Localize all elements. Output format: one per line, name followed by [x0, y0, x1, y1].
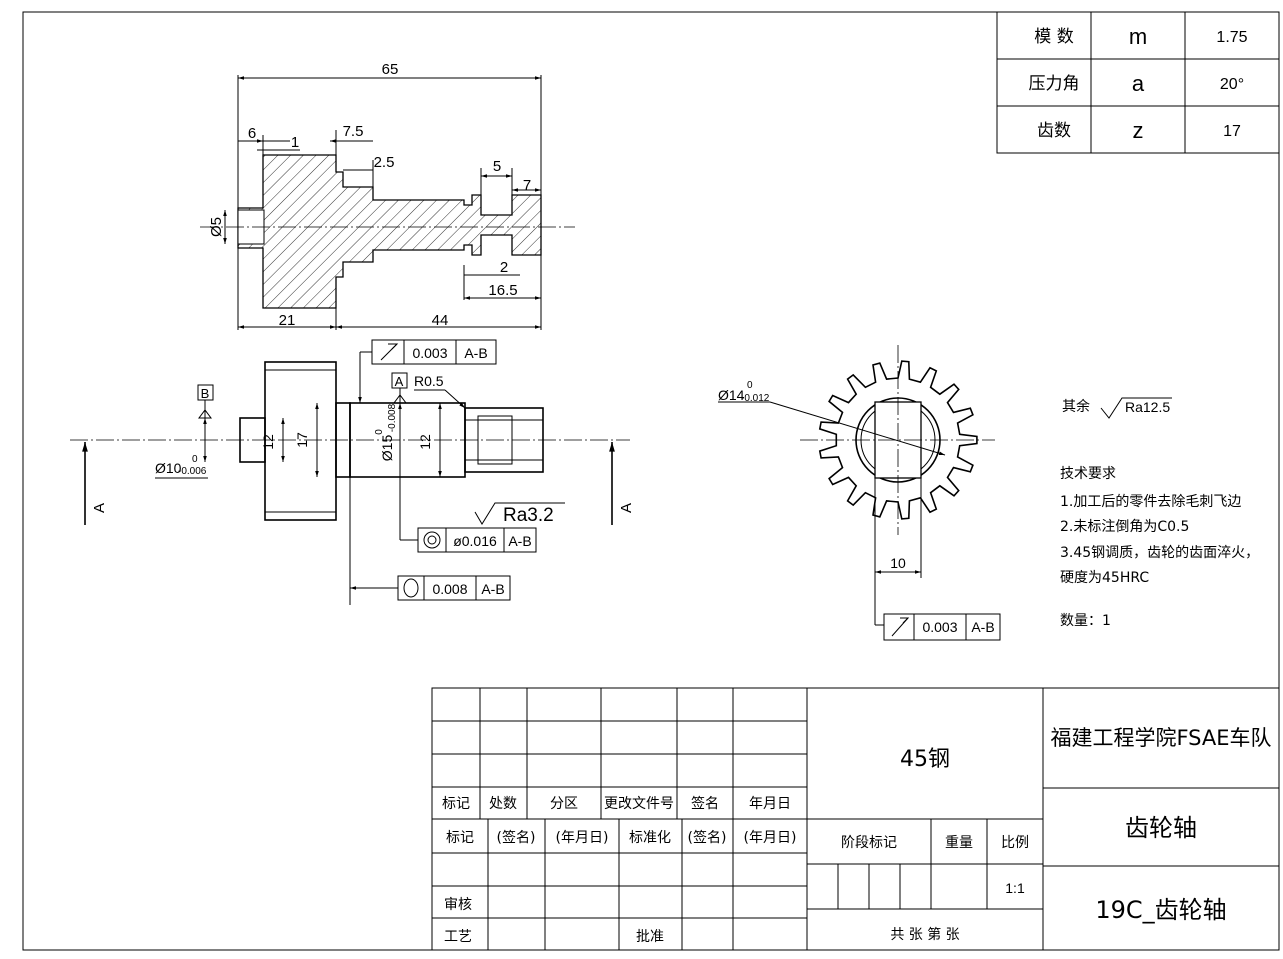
dim-dia-15-tol-upper: 0: [374, 429, 385, 435]
sign-signature-2: (签名): [688, 829, 727, 846]
title-block: 标记 处数 分区 更改文件号 签名 年月日 标记 (签名) (年月日) 标准化 …: [431, 687, 1280, 951]
part-name: 齿轮轴: [1125, 814, 1197, 842]
runout-icon: [380, 343, 399, 361]
cylindricity-icon: [403, 578, 419, 598]
organization: 福建工程学院FSAE车队: [1050, 726, 1271, 750]
tolerance-value: 0.003: [412, 345, 447, 361]
quantity-note: 数量：1: [1060, 613, 1111, 629]
tolerance-datum: A-B: [508, 533, 531, 549]
notes-title: 技术要求: [1060, 466, 1116, 482]
tolerance-datum: A-B: [464, 345, 487, 361]
header-date: 年月日: [749, 796, 791, 812]
tolerance-datum: A-B: [481, 581, 504, 597]
dim-dia-12-left: 12: [260, 434, 276, 450]
sign-date-2: (年月日): [744, 830, 797, 846]
weight-label: 重量: [945, 835, 973, 851]
rest-roughness-prefix: 其余: [1062, 398, 1090, 415]
note-3: 3.45钢调质，齿轮的齿面淬火，: [1060, 545, 1259, 561]
concentricity-icon: [423, 531, 441, 549]
param-value-pressure-angle: 20°: [1220, 76, 1244, 93]
param-symbol-pressure-angle: a: [1132, 71, 1145, 96]
tolerance-value: ø0.016: [453, 533, 497, 549]
dim-groove-right: 2: [500, 259, 508, 276]
roughness-ra32: Ra3.2: [503, 505, 554, 526]
dim-bore-diameter: Ø5: [208, 217, 225, 237]
sign-date: (年月日): [556, 830, 609, 846]
note-4: 硬度为45HRC: [1060, 570, 1149, 586]
note-2: 2.未标注倒角为C0.5: [1060, 519, 1189, 535]
section-view: 65 6 1 7.5 2.5 5 7 Ø5 2 16.5 21 44: [200, 61, 575, 330]
sign-standardization: 标准化: [629, 830, 671, 846]
stage-mark-label: 阶段标记: [841, 835, 897, 851]
param-label-pressure-angle: 压力角: [1029, 74, 1080, 94]
tolerance-frame-runout-top: 0.003 A-B: [371, 339, 497, 365]
param-value-module: 1.75: [1216, 29, 1247, 46]
dim-radius: R0.5: [414, 373, 444, 389]
runout-icon: [891, 617, 910, 637]
gear-parameter-table: 模 数 m 1.75 压力角 a 20° 齿数 z 17: [996, 11, 1280, 154]
param-value-teeth: 17: [1223, 123, 1241, 140]
sheets-label: 共 张 第 张: [890, 926, 959, 943]
dim-flange-step: 7.5: [343, 123, 364, 140]
tolerance-value: 0.003: [922, 619, 957, 635]
tolerance-datum: A-B: [971, 619, 994, 635]
dim-dia-12-right: 12: [417, 434, 433, 450]
param-symbol-teeth: z: [1133, 118, 1144, 143]
dim-total-length: 65: [382, 61, 399, 78]
header-zone: 分区: [550, 796, 578, 812]
datum-a-label: A: [395, 374, 404, 389]
dim-groove-width: 2.5: [374, 154, 395, 171]
view-arrow-right-label: A: [618, 503, 635, 513]
scale-value: 1:1: [1005, 880, 1025, 896]
technical-notes: 其余 Ra12.5 技术要求 1.加工后的零件去除毛刺飞边 2.未标注倒角为C0…: [1060, 397, 1259, 629]
dim-dia-left: Ø10: [155, 460, 182, 476]
dim-dia-15-tol-lower: -0.008: [387, 403, 398, 432]
header-mark: 标记: [442, 796, 470, 812]
gear-bore-tol-lower: -0.012: [741, 393, 770, 404]
header-change-doc: 更改文件号: [604, 796, 674, 812]
dim-right-length: 16.5: [488, 282, 517, 299]
front-view: A A B Ø10 0 -0.006 12 17 A Ø15 0 -0.008 …: [70, 351, 635, 605]
dim-right-step: 5: [493, 158, 501, 175]
param-label-module: 模 数: [1034, 27, 1073, 47]
dim-dia-15: Ø15: [379, 435, 395, 462]
tolerance-frame-concentricity: ø0.016 A-B: [417, 527, 537, 553]
dim-left-step: 6: [248, 125, 256, 142]
approve-label: 批准: [636, 929, 664, 945]
gear-view: Ø14 0 -0.012 10: [718, 345, 995, 626]
dim-dia-left-tol-upper: 0: [192, 454, 198, 465]
dim-flange-length: 21: [279, 312, 296, 329]
view-arrow-left-label: A: [91, 503, 108, 513]
header-count: 处数: [489, 796, 517, 812]
gear-keyway-width: 10: [890, 555, 906, 571]
tolerance-frame-runout-gear: 0.003 A-B: [883, 613, 1001, 641]
review-label: 审核: [444, 897, 472, 913]
header-signature: 签名: [691, 795, 719, 812]
scale-label: 比例: [1001, 835, 1029, 851]
datum-b-label: B: [201, 386, 210, 401]
note-1: 1.加工后的零件去除毛刺飞边: [1060, 494, 1241, 510]
drawing-number: 19C_齿轮轴: [1095, 896, 1226, 924]
process-label: 工艺: [444, 929, 472, 945]
param-label-teeth: 齿数: [1037, 121, 1071, 141]
sign-mark: 标记: [446, 830, 474, 846]
material: 45钢: [900, 747, 950, 772]
gear-bore-tol-upper: 0: [747, 380, 753, 391]
rest-roughness-value: Ra12.5: [1125, 399, 1170, 415]
param-symbol-module: m: [1129, 24, 1147, 49]
tolerance-frame-cylindricity: 0.008 A-B: [397, 575, 511, 601]
dim-dia-17: 17: [294, 432, 310, 448]
dim-dia-left-tol-lower: -0.006: [178, 466, 207, 477]
tolerance-value: 0.008: [432, 581, 467, 597]
sign-signature: (签名): [497, 829, 536, 846]
dim-right-end: 7: [523, 177, 531, 194]
dim-left-step-small: 1: [291, 134, 299, 151]
dim-shaft-length: 44: [432, 312, 449, 329]
gear-bore-dia: Ø14: [718, 387, 745, 403]
